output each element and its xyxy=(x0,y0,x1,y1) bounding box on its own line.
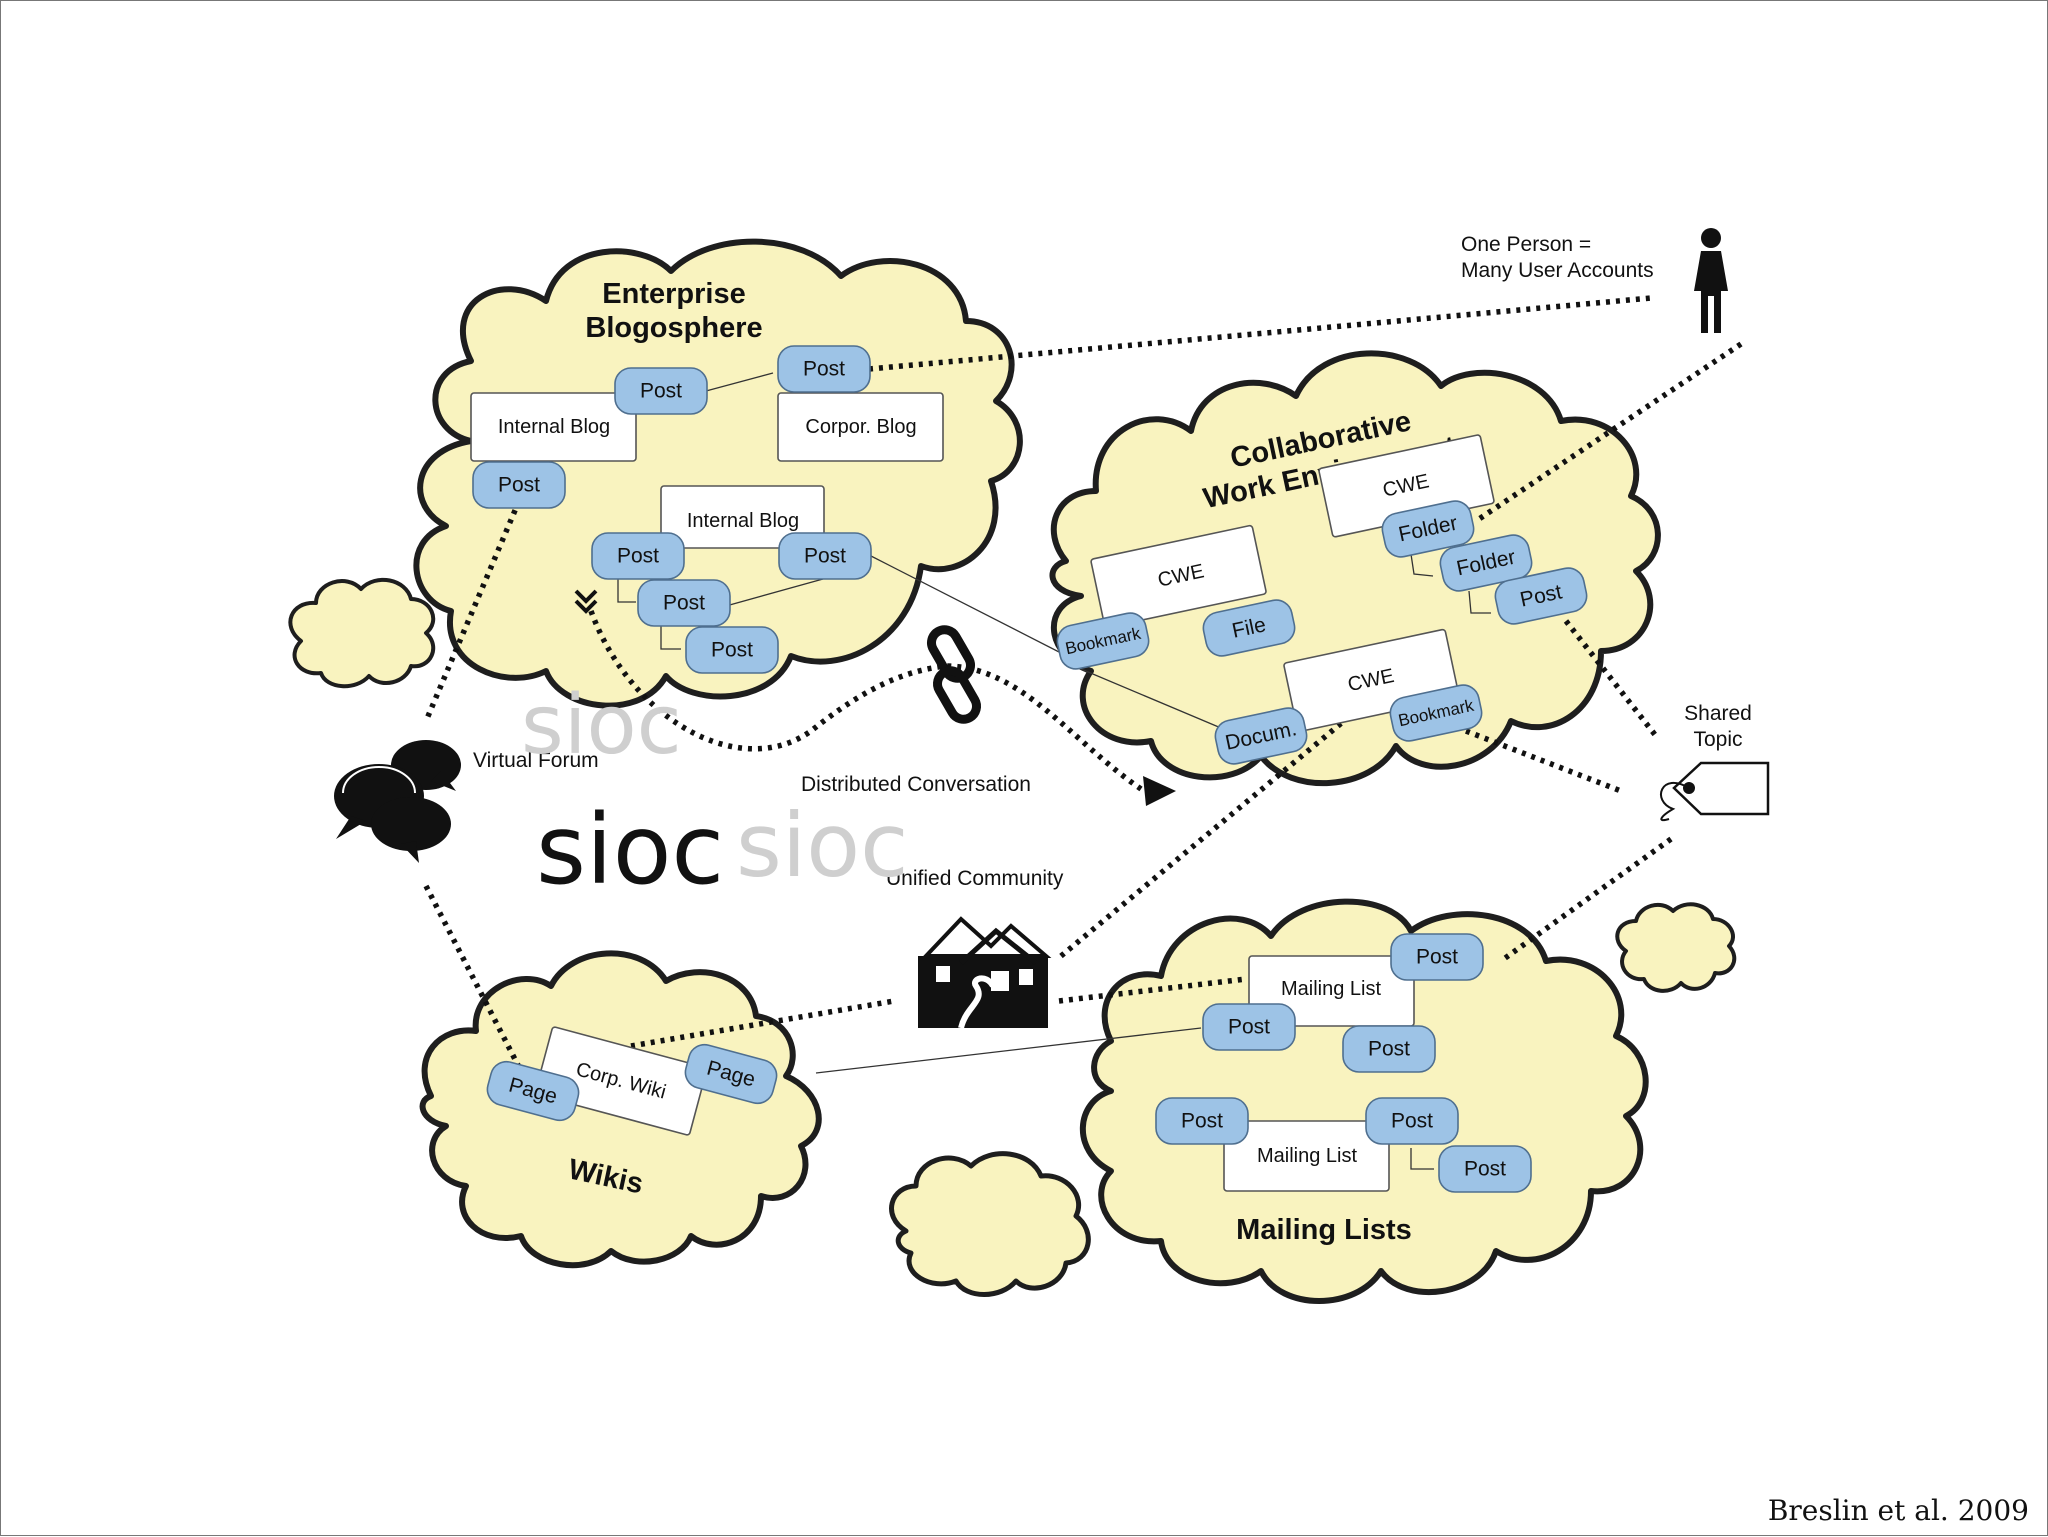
svg-text:sioc: sioc xyxy=(536,794,724,906)
doc-label: Internal Blog xyxy=(498,416,610,438)
person-label-line2: Many User Accounts xyxy=(1461,259,1654,282)
dotted-connectors xyxy=(423,295,1743,1073)
blogosphere-title-line1: Enterprise xyxy=(602,278,745,310)
doc-corpor-blog: Corpor. Blog xyxy=(777,392,944,462)
post-pill: Post xyxy=(591,532,685,580)
file-pill: File xyxy=(1202,599,1296,657)
dotted-line-distributed xyxy=(588,610,1143,792)
folder-pill: Folder xyxy=(1381,500,1475,558)
distributed-conversation-label: Distributed Conversation xyxy=(801,773,1031,796)
cloud-collaborative-work-environments xyxy=(1049,350,1661,787)
svg-text:Post: Post xyxy=(1464,1158,1506,1181)
svg-text:Post: Post xyxy=(498,474,540,497)
post-pill: Post xyxy=(1342,1025,1436,1073)
arrowhead-distributed xyxy=(1143,776,1176,806)
doc-label: Corpor. Blog xyxy=(805,416,916,438)
post-pill: Post xyxy=(1365,1097,1459,1145)
post-pill: Post xyxy=(614,367,708,415)
person-icon xyxy=(1694,228,1728,333)
person-label-line1: One Person = xyxy=(1461,233,1591,256)
dotted-line-community-wiki xyxy=(630,998,895,1049)
svg-text:Mailing List: Mailing List xyxy=(1281,978,1381,1000)
dotted-line-topic-cwe-post xyxy=(1563,619,1659,738)
double-chevron-icon xyxy=(574,589,598,614)
virtual-forum-label: Virtual Forum xyxy=(473,749,599,772)
doc-internal-blog-2: Internal Blog xyxy=(660,485,825,549)
thin-arrows xyxy=(617,372,1491,1170)
doc-label: Internal Blog xyxy=(687,510,799,532)
svg-text:Post: Post xyxy=(1181,1110,1223,1133)
cloud-small-right xyxy=(1615,902,1737,993)
post-pill: Post xyxy=(1202,1003,1296,1051)
unified-community-label: Unified Community xyxy=(886,867,1064,890)
post-pill: Post xyxy=(685,626,779,674)
chat-bubbles-icon xyxy=(334,740,461,863)
svg-text:Post: Post xyxy=(1416,946,1458,969)
post-pill: Post xyxy=(1390,933,1484,981)
svg-text:Post: Post xyxy=(1368,1038,1410,1061)
bookmark-pill: Bookmark xyxy=(1056,612,1150,670)
post-pill: Post xyxy=(1438,1145,1532,1193)
svg-text:Post: Post xyxy=(1228,1016,1270,1039)
post-pill: Post xyxy=(1494,567,1588,625)
dotted-line-community-mail xyxy=(1058,976,1247,1004)
svg-text:Post: Post xyxy=(1391,1110,1433,1133)
blogosphere-title-line2: Blogosphere xyxy=(585,312,762,344)
svg-text:sioc: sioc xyxy=(736,794,909,897)
doc-mailing-list-2: Mailing List xyxy=(1223,1120,1390,1192)
chain-link-icon xyxy=(927,625,981,724)
doc-corp-wiki: Corp. Wiki xyxy=(534,1026,708,1136)
post-pill: Post xyxy=(778,532,872,580)
post-pill: Post xyxy=(1155,1097,1249,1145)
cloud-mailing-lists xyxy=(1079,898,1649,1304)
cloud-small-left xyxy=(288,578,436,689)
cloud-small-bottom xyxy=(889,1151,1091,1297)
svg-text:Post: Post xyxy=(663,592,705,615)
shared-topic-line2: Topic xyxy=(1693,728,1742,751)
tag-icon xyxy=(1660,761,1770,822)
houses-icon xyxy=(918,916,1052,1029)
svg-text:sioc: sioc xyxy=(521,678,682,773)
post-pill: Post xyxy=(777,345,871,393)
page-pill: Page xyxy=(684,1043,778,1105)
docum-pill: Docum. xyxy=(1214,707,1308,765)
post-pill: Post xyxy=(472,461,566,509)
svg-text:Post: Post xyxy=(804,545,846,568)
mailing-lists-title: Mailing Lists xyxy=(1236,1214,1412,1246)
citation-credit: Breslin et al. 2009 xyxy=(1767,1494,2029,1527)
post-pill: Post xyxy=(637,579,731,627)
page-pill: Page xyxy=(486,1060,580,1122)
dotted-line-person-cwe xyxy=(1474,341,1743,524)
doc-cwe-1: CWE xyxy=(1090,524,1267,629)
bookmark-pill: Bookmark xyxy=(1389,684,1483,742)
doc-internal-blog-1: Internal Blog xyxy=(470,392,637,462)
sioc-logo: sioc xyxy=(536,794,724,906)
svg-text:Mailing List: Mailing List xyxy=(1257,1145,1357,1167)
svg-text:Post: Post xyxy=(617,545,659,568)
dotted-line-person-blog xyxy=(868,295,1652,372)
dotted-line-topic-bookmark xyxy=(1465,728,1622,794)
svg-text:Post: Post xyxy=(640,380,682,403)
svg-text:Post: Post xyxy=(711,639,753,662)
dotted-line-forum-wiki xyxy=(423,884,524,1073)
dotted-line-community-cwe xyxy=(1059,708,1358,959)
sioc-logo-watermark: sioc sioc xyxy=(521,678,909,897)
folder-pill: Folder xyxy=(1439,534,1533,592)
shared-topic-line1: Shared xyxy=(1684,702,1752,725)
svg-text:Post: Post xyxy=(803,358,845,381)
